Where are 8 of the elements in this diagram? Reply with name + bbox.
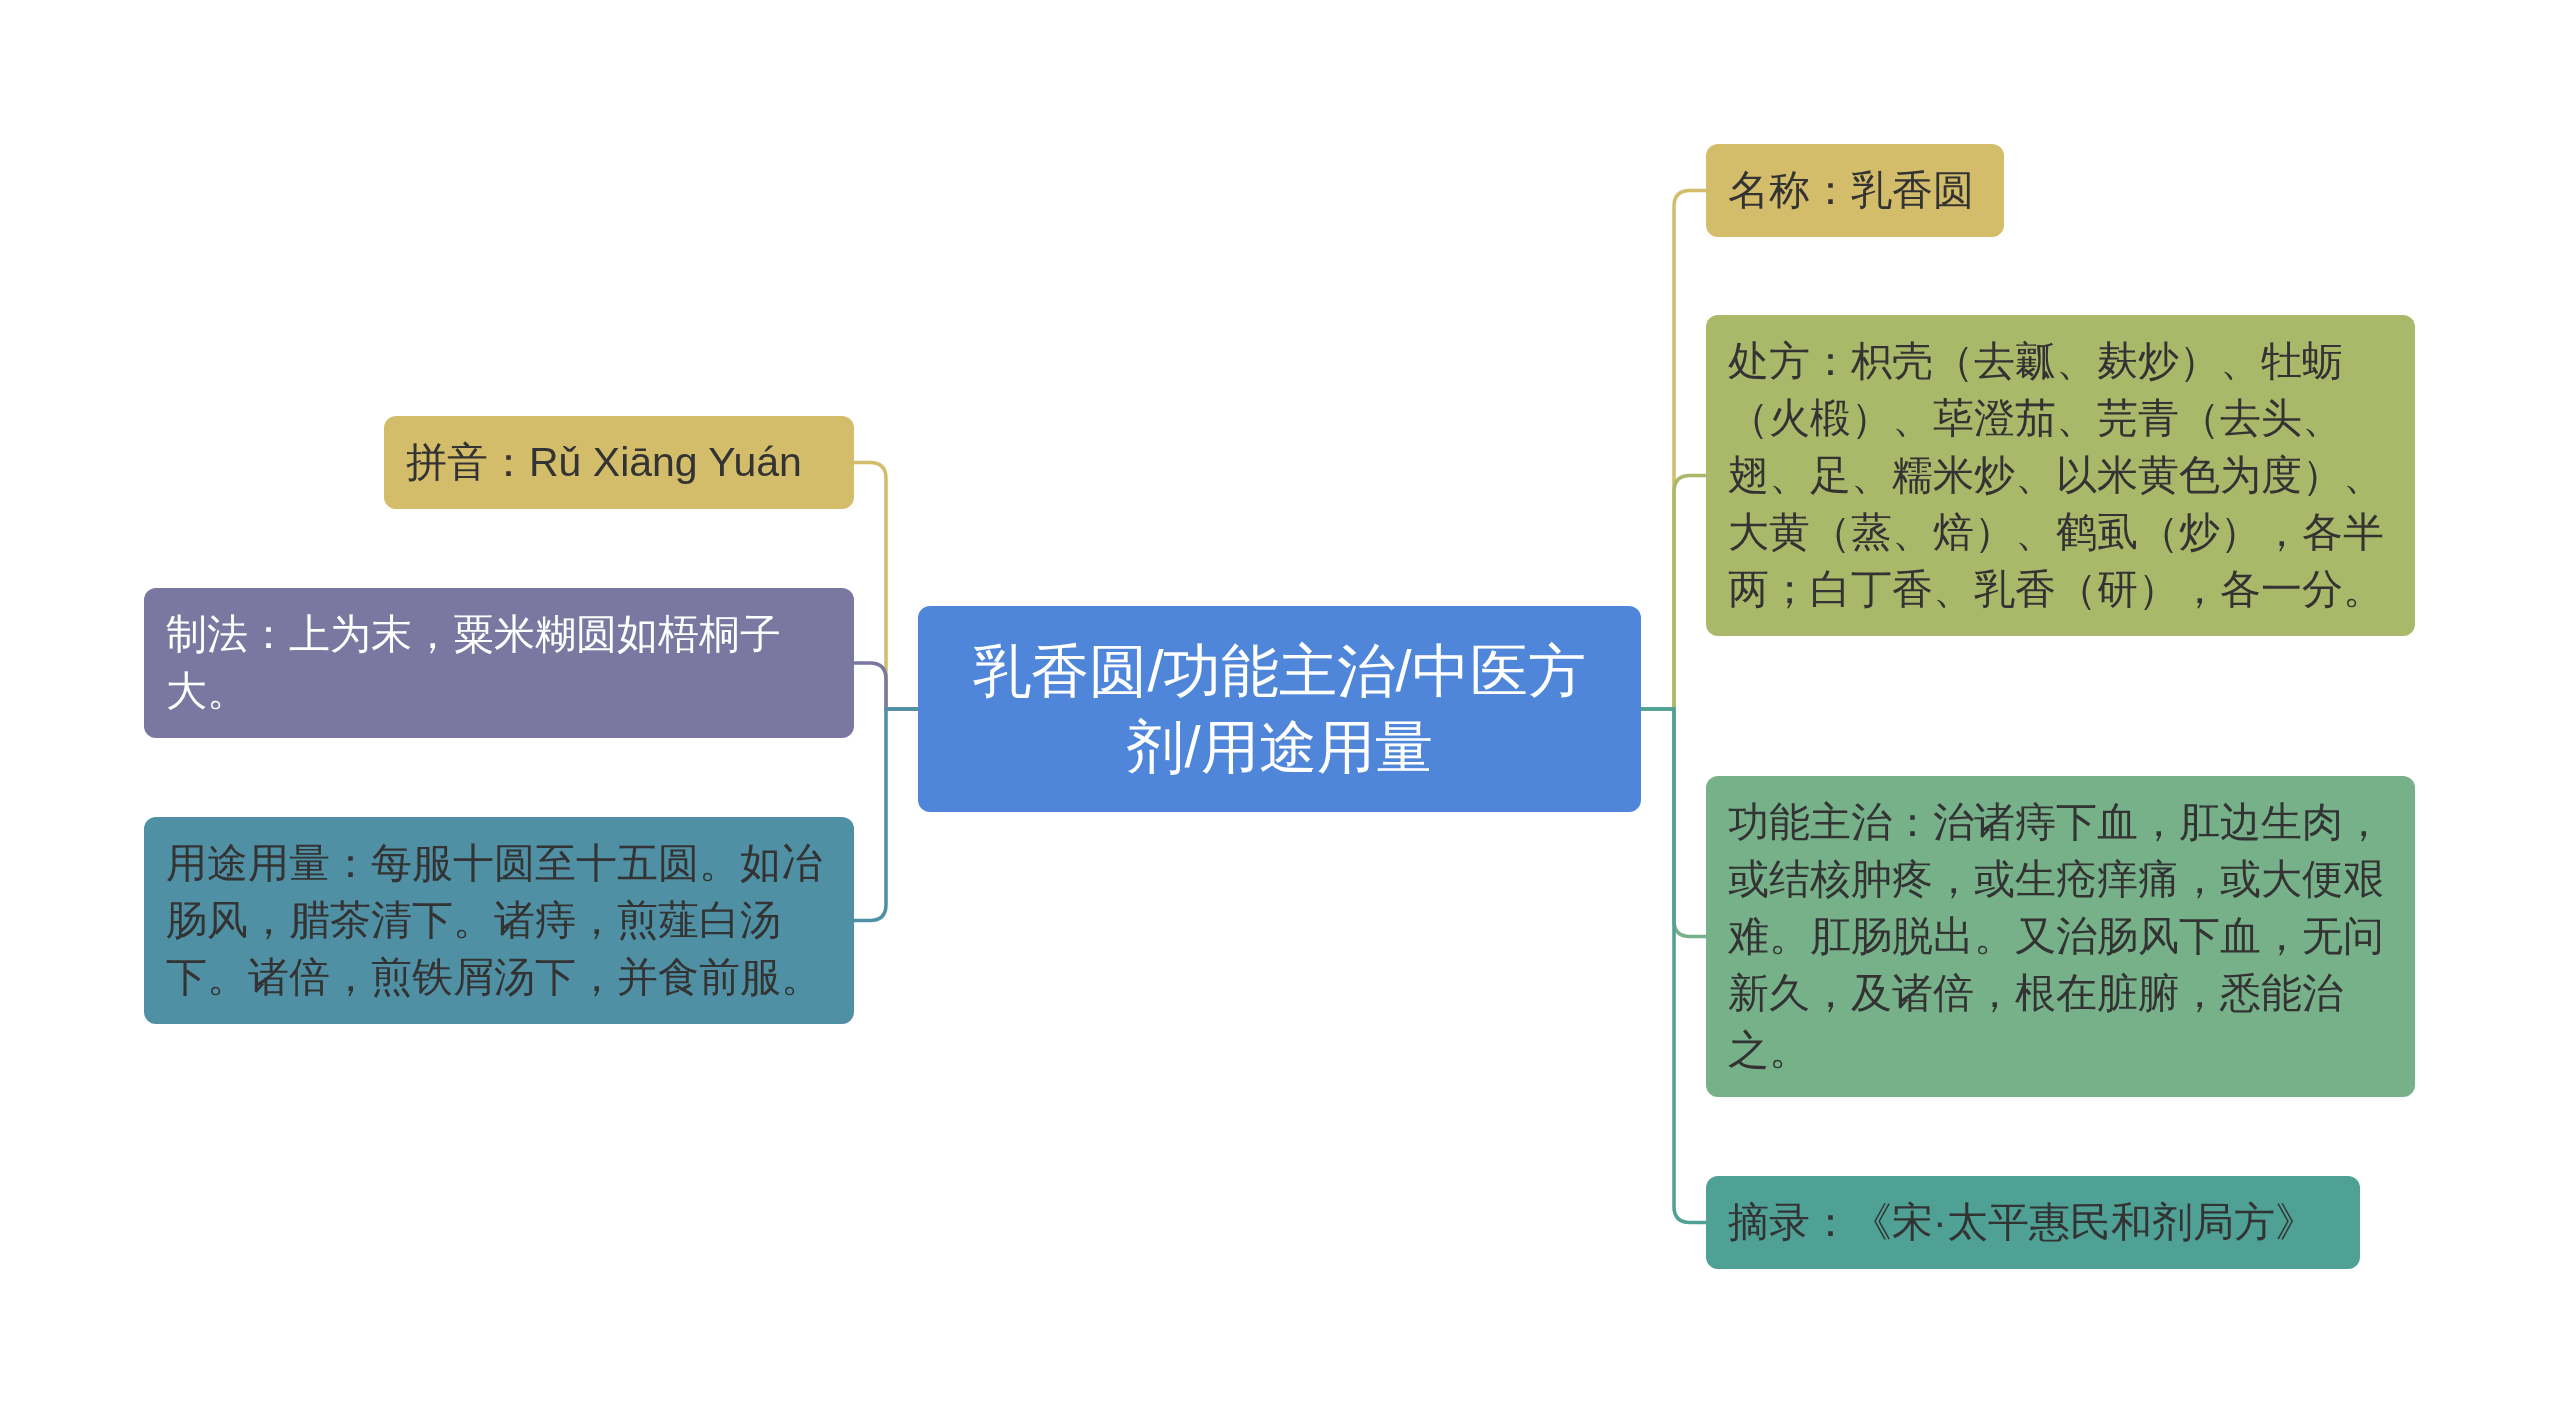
central-topic-box: 乳香圆/功能主治/中医方剂/用途用量 <box>918 606 1641 812</box>
topic-box: 拼音：Rǔ Xiāng Yuán <box>384 416 854 509</box>
topic-box: 用途用量：每服十圆至十五圆。如冶肠风，腊茶清下。诸痔，煎薤白汤下。诸倍，煎铁屑汤下，并食前服。 <box>144 817 854 1024</box>
topic-box: 功能主治：治诸痔下血，肛边生肉，或结核肿疼，或生疮痒痛，或大便艰难。肛肠脱出。又治肠风下血，无问新久，及诸倍，根在脏腑，悉能治之。 <box>1706 776 2415 1097</box>
topic-box: 处方：枳壳（去瓤、麸炒）、牡蛎（火椴）、荜澄茄、芫青（去头、翅、足、糯米炒、以米黄色为度）、大黄（蒸、焙）、鹤虱（炒），各半两；白丁香、乳香（研），各一分。 <box>1706 315 2415 636</box>
topic-box: 制法：上为末，粟米糊圆如梧桐子大。 <box>144 588 854 738</box>
topic-box: 摘录：《宋·太平惠民和剂局方》 <box>1706 1176 2360 1269</box>
topic-box: 名称：乳香圆 <box>1706 144 2004 237</box>
